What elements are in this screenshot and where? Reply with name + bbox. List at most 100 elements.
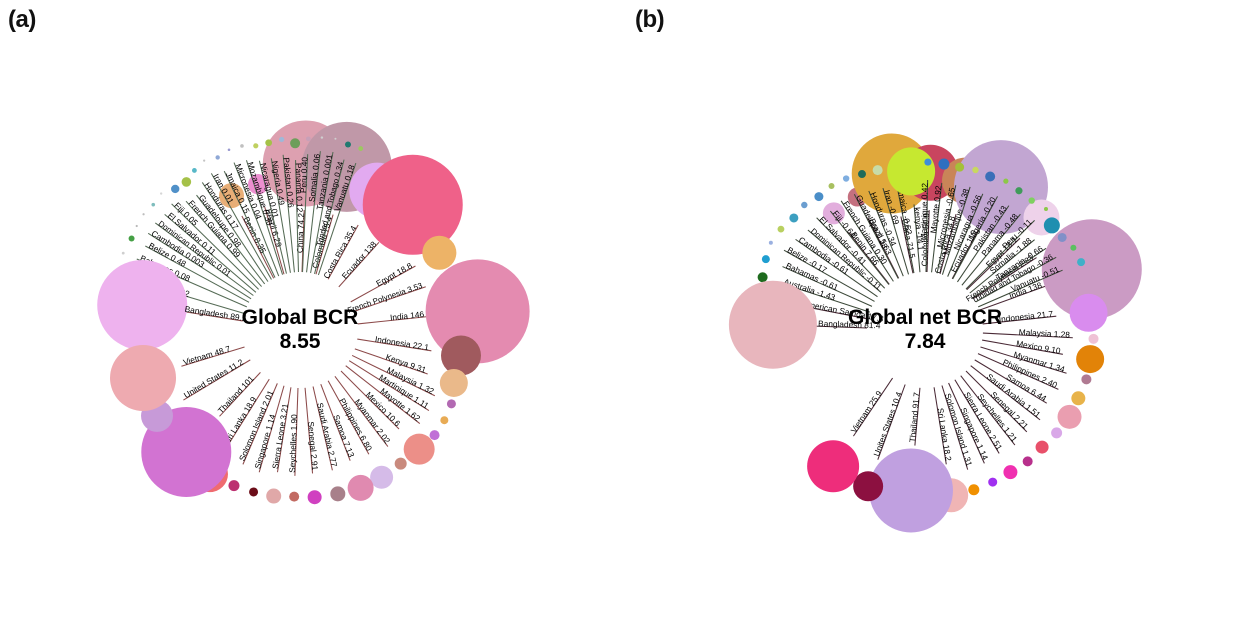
bubble-india[interactable] [1041,219,1142,320]
bubble-indonesia[interactable] [440,335,481,376]
bubble-kenya[interactable] [887,147,936,196]
bubble-seychelles[interactable] [1022,456,1033,467]
leader-line [782,266,873,307]
bubble-guadelope[interactable] [842,175,850,182]
bubble-singapore[interactable] [249,487,259,497]
bubble-martinique[interactable] [440,416,449,425]
leader-line [314,159,345,274]
leader-line [868,190,904,277]
bubble-bahamas[interactable] [761,255,770,264]
bubble-honduras[interactable] [192,168,197,173]
bubble-mexico[interactable] [403,433,435,465]
bubble-sierra-leone[interactable] [266,488,282,504]
bubble-trinidad-and-tobago[interactable] [1070,244,1077,251]
bubble-bangladesh[interactable] [97,260,188,351]
bubble-honduras[interactable] [857,170,866,179]
bubble-ecuador[interactable] [362,154,463,255]
bubble-australia[interactable] [757,272,768,283]
leader-line [941,385,969,470]
leader-line [900,216,914,274]
leader-line [334,376,389,447]
bubble-philippines[interactable] [1071,391,1086,406]
bubble-vanuatu[interactable] [1077,258,1086,267]
bubble-kenya[interactable] [439,368,468,397]
bubble-french-guiana[interactable] [171,184,180,194]
bubble-el-salvador[interactable] [801,201,808,209]
leader-line [270,158,291,273]
leader-line [948,382,985,464]
bubble-belize[interactable] [768,240,773,245]
bubble-nicaragua[interactable] [253,143,259,149]
bubble-senegal[interactable] [307,490,322,505]
bubble-tanzania[interactable] [1057,232,1067,242]
bubble-trindad-and-tobago[interactable] [344,141,351,148]
bubble-pakistan[interactable] [279,136,285,143]
bubble-pakistan[interactable] [1015,187,1023,195]
bubble-panama[interactable] [290,138,301,149]
bubble-samoa[interactable] [347,474,374,501]
bubble-mayotte[interactable] [938,158,950,170]
bubble-bahamas[interactable] [121,251,125,255]
bubble-fiji[interactable] [814,192,824,202]
bubble-nicaragua[interactable] [985,171,996,182]
bubble-seychelles[interactable] [289,491,300,502]
bubble-senegal[interactable] [1035,440,1049,454]
leader-line [982,332,1073,339]
bubble-bangladesh[interactable] [728,280,817,369]
bubble-tanzania[interactable] [334,137,337,140]
bubble-peru[interactable] [305,136,311,142]
bubble-egypt[interactable] [422,235,457,270]
bubble-cambodia[interactable] [777,225,785,233]
bubble-solomon-island[interactable] [228,480,240,492]
bubble-jmaica[interactable] [215,155,220,160]
bubble-philippines[interactable] [370,465,394,489]
bubble-vietnam[interactable] [807,440,860,493]
bubble-sierra-leone[interactable] [1003,465,1018,480]
bubble-cambodia[interactable] [135,224,138,228]
bubble-singapore[interactable] [988,477,998,487]
bubble-benin[interactable] [219,183,244,209]
bubble-belize[interactable] [128,235,135,242]
bubble-mozambique[interactable] [972,166,979,174]
bubble-micronesia[interactable] [227,148,231,152]
bubble-martinique[interactable] [924,158,932,166]
bubble-panama[interactable] [1028,197,1035,204]
bubble-dominican-republic[interactable] [142,213,145,216]
bubble-iran[interactable] [203,159,206,162]
bubble-nigeria[interactable] [1003,178,1009,184]
bubble-french-guiana[interactable] [828,183,835,190]
bubble-ecuador[interactable] [953,140,1048,235]
bubble-fiji[interactable] [159,192,163,195]
bubble-nigeria[interactable] [265,139,273,147]
bubble-myanmar[interactable] [1081,374,1092,385]
bubble-somalia[interactable] [1043,217,1060,234]
bubble-saudi-arabia[interactable] [330,486,346,502]
bubble-mozambique[interactable] [240,144,244,148]
bubble-solomon-island[interactable] [968,484,980,496]
bubble-el-salvador[interactable] [151,202,156,207]
bubble-mexico[interactable] [1076,345,1105,374]
bubble-vanuatu[interactable] [358,146,364,151]
bubble-benin[interactable] [822,202,845,225]
panel-a-center-annotation: Global BCR 8.55 [180,306,420,353]
leader-line [295,160,300,273]
bubble-indonesia[interactable] [1069,293,1108,332]
bubble-myanmar[interactable] [394,457,407,470]
bubble-mayotte[interactable] [429,430,440,441]
bubble-saudi-arabia[interactable] [1051,427,1063,439]
bubble-somalia[interactable] [320,136,324,139]
bubble-thailand[interactable] [868,448,953,533]
bubble-peru[interactable] [1043,207,1048,212]
bubble-dominican-republic[interactable] [789,213,799,223]
bubble-samoa[interactable] [1057,404,1082,429]
bubble-malaysia[interactable] [1088,333,1099,344]
bubble-unites-states[interactable] [853,471,884,502]
bubble-guadeloupe[interactable] [181,177,192,187]
bubble-malaysia[interactable] [446,399,456,409]
bubble-vietnam[interactable] [110,344,177,411]
bubble-iran[interactable] [872,165,883,176]
bubble-micronesia[interactable] [955,162,965,172]
leader-line [974,359,1047,404]
bubble-india[interactable] [425,259,530,364]
